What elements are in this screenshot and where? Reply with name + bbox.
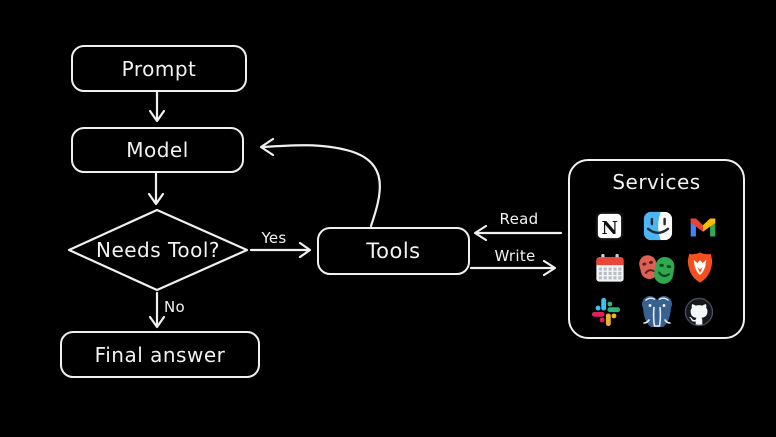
slack-icon — [589, 295, 624, 330]
svg-text:N: N — [601, 218, 617, 239]
node-tools: Tools — [317, 227, 470, 275]
github-icon — [682, 295, 717, 330]
arrow-prompt-to-model — [148, 89, 166, 123]
edge-label-write: Write — [494, 247, 536, 265]
node-final-answer: Final answer — [60, 331, 260, 378]
arrow-tools-to-model — [259, 137, 381, 228]
edge-label-no: No — [164, 298, 185, 316]
node-model-label: Model — [126, 138, 189, 162]
postgresql-icon — [637, 292, 677, 332]
arrow-yes — [249, 241, 312, 259]
finder-icon — [641, 209, 675, 243]
edge-label-read: Read — [499, 210, 539, 228]
services-panel: Services N — [568, 159, 745, 339]
gmail-icon — [685, 210, 721, 244]
edge-label-yes: Yes — [261, 229, 287, 247]
node-prompt: Prompt — [71, 45, 247, 92]
arrow-read — [473, 224, 563, 242]
arrow-model-to-decision — [147, 170, 165, 206]
decision-diamond-shape — [67, 208, 249, 292]
brave-icon — [684, 250, 717, 287]
node-decision-label: Needs Tool? — [95, 238, 220, 262]
node-model: Model — [71, 127, 244, 173]
arrow-no — [148, 291, 166, 329]
notion-icon: N — [592, 209, 626, 243]
theater-masks-icon — [635, 249, 681, 289]
arrow-write — [469, 259, 557, 277]
node-tools-label: Tools — [366, 239, 421, 263]
node-final-answer-label: Final answer — [94, 342, 226, 367]
node-prompt-label: Prompt — [121, 56, 197, 81]
services-title: Services — [612, 170, 701, 194]
node-decision: Needs Tool? — [69, 233, 247, 267]
calendar-icon — [593, 251, 628, 286]
